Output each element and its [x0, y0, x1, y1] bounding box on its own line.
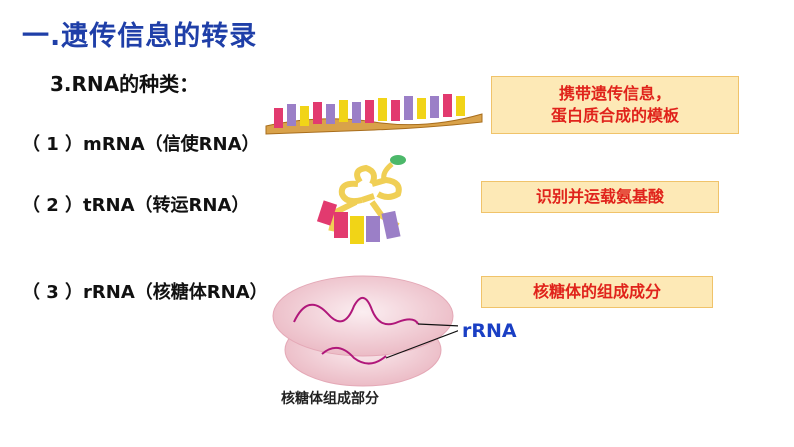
ribosome-illustration [272, 275, 458, 387]
rrna-type-label: （ 3 ）rRNA（核糖体RNA） [22, 282, 268, 303]
mrna-label: （ 1 ）mRNA（信使RNA） [22, 134, 260, 155]
mrna-function-line1: 携带遗传信息， [558, 84, 671, 103]
rrna-function-box: 核糖体的组成成分 [481, 276, 713, 308]
mrna-function-line2: 蛋白质合成的模板 [550, 106, 679, 125]
trna-function-box: 识别并运载氨基酸 [481, 181, 719, 213]
slide-title: 一.遗传信息的转录 [22, 21, 258, 52]
section-subtitle: 3.RNA的种类： [50, 72, 200, 96]
mrna-function-box: 携带遗传信息， 蛋白质合成的模板 [491, 76, 739, 134]
mrna-illustration [265, 94, 483, 135]
trna-illustration [316, 155, 406, 244]
rrna-pointer-label: rRNA [462, 320, 517, 342]
ribosome-caption: 核糖体组成部分 [281, 391, 379, 407]
trna-label: （ 2 ）tRNA（转运RNA） [22, 195, 250, 216]
